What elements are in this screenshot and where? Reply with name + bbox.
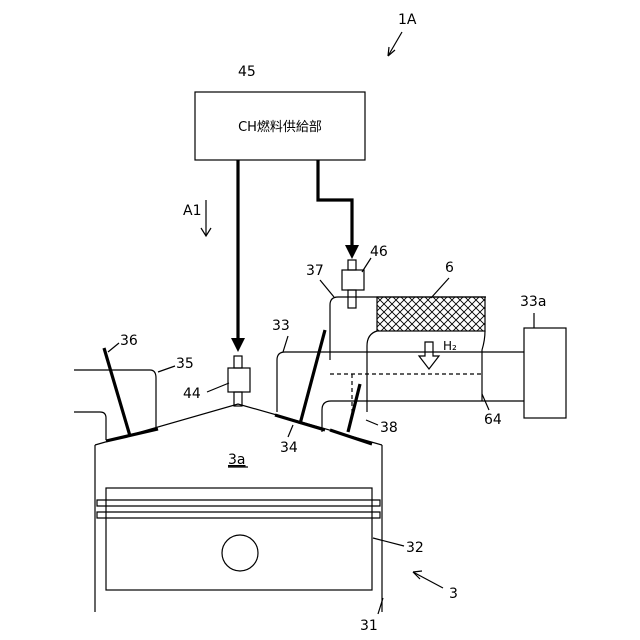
valve-38-seat bbox=[330, 430, 372, 444]
exhaust-valve-seat bbox=[106, 429, 158, 441]
port-injector-46 bbox=[342, 260, 364, 308]
hydrogen-flow-arrow bbox=[419, 342, 439, 369]
reformer-catalyst bbox=[377, 297, 485, 331]
intake-valve-seat bbox=[275, 415, 325, 430]
valve-38-number: 38 bbox=[380, 420, 398, 436]
exhaust-valve-number: 36 bbox=[120, 333, 138, 349]
intake-port-end-33a bbox=[524, 328, 566, 418]
port-end-number: 33a bbox=[520, 294, 546, 310]
direction-arrow bbox=[201, 200, 211, 236]
intake-port-leader bbox=[283, 336, 288, 352]
piston-number: 32 bbox=[406, 540, 424, 556]
fuel-supply-unit-label: CH燃料供給部 bbox=[238, 119, 322, 135]
piston-leader bbox=[373, 538, 404, 546]
injector-46-leader bbox=[362, 258, 371, 272]
figure-label-arrow bbox=[388, 32, 402, 56]
partition-64-number: 64 bbox=[484, 412, 502, 428]
cylinder-head-roof bbox=[95, 404, 382, 445]
partition-64 bbox=[482, 331, 485, 401]
exhaust-port-upper-wall bbox=[74, 370, 156, 430]
injector-44-number: 44 bbox=[183, 386, 201, 402]
injector-44-leader bbox=[207, 383, 229, 392]
intake-valve-stem bbox=[300, 330, 325, 424]
exhaust-valve-leader bbox=[108, 343, 119, 352]
direction-label: A1 bbox=[183, 203, 201, 219]
wall-37-leader bbox=[320, 280, 334, 297]
valve-38-leader bbox=[366, 420, 378, 425]
wall-37-number: 37 bbox=[306, 263, 324, 279]
cylinder-number: 31 bbox=[360, 618, 378, 634]
piston-ring-1 bbox=[97, 500, 380, 506]
exhaust-port-number: 35 bbox=[176, 356, 194, 372]
engine-arrow bbox=[413, 571, 443, 588]
injector-46-number: 46 bbox=[370, 244, 388, 260]
piston-ring-2 bbox=[97, 512, 380, 518]
reformer-chamber-left-wall bbox=[367, 331, 377, 412]
fuel-line-to-injector-44 bbox=[231, 160, 245, 352]
intake-port-upper-wall bbox=[277, 352, 524, 412]
cylinder-injector-44 bbox=[228, 356, 250, 406]
figure-label: 1A bbox=[398, 12, 417, 28]
supply-unit-number: 45 bbox=[238, 64, 256, 80]
intake-port-number: 33 bbox=[272, 318, 290, 334]
reformer-number: 6 bbox=[445, 260, 454, 276]
piston-pin bbox=[222, 535, 258, 571]
hydrogen-label: H₂ bbox=[443, 339, 457, 353]
engine-number: 3 bbox=[449, 586, 458, 602]
combustion-chamber-number: 3a bbox=[228, 452, 246, 468]
exhaust-port-lower-wall bbox=[74, 412, 106, 440]
intake-valve-number: 34 bbox=[280, 440, 298, 456]
fuel-line-to-injector-46 bbox=[318, 160, 359, 259]
exhaust-valve-stem bbox=[104, 348, 130, 436]
exhaust-port-leader bbox=[158, 366, 175, 372]
reformer-leader bbox=[431, 278, 449, 298]
valve-38-stem bbox=[348, 384, 360, 432]
piston-body bbox=[106, 488, 372, 590]
intake-valve-leader bbox=[288, 425, 293, 437]
partition-64-leader bbox=[482, 394, 489, 410]
